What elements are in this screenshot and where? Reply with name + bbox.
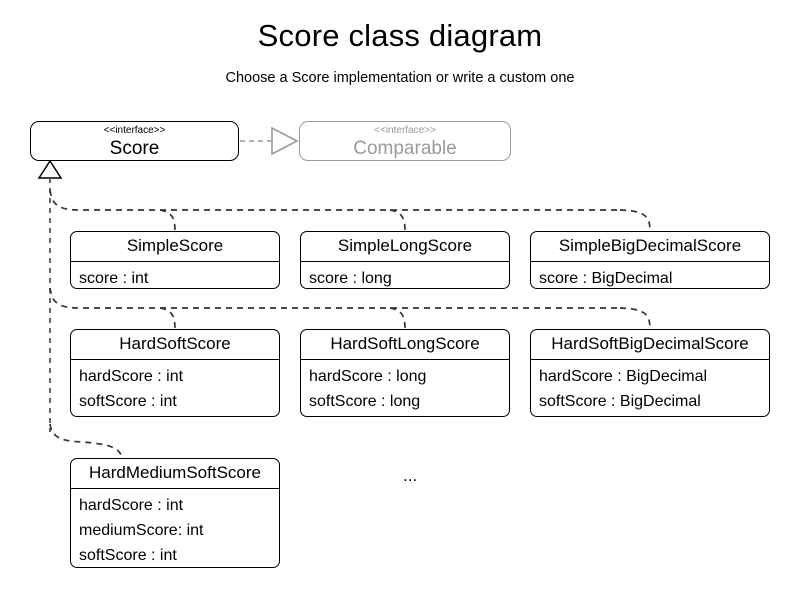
class-attribute: softScore : int xyxy=(79,547,177,564)
class-name: SimpleBigDecimalScore xyxy=(531,232,769,262)
realization-score-to-comparable xyxy=(240,126,299,156)
generalization-branches-row-2 xyxy=(49,287,651,330)
class-name: SimpleScore xyxy=(71,232,279,262)
class-attributes: score : long xyxy=(301,262,509,288)
generalization-branches-row-1 xyxy=(49,189,651,232)
class-attribute: hardScore : long xyxy=(309,368,427,385)
interface-name: Comparable xyxy=(353,138,457,159)
class-attribute: score : long xyxy=(309,270,392,287)
class-name: SimpleLongScore xyxy=(301,232,509,262)
class-attribute: softScore : long xyxy=(309,393,421,410)
class-name: HardMediumSoftScore xyxy=(71,459,279,489)
class-attribute: hardScore : int xyxy=(79,497,184,514)
class-attributes: hardScore : int mediumScore: int softScore… xyxy=(71,489,279,567)
class-attribute: hardScore : int xyxy=(79,368,184,385)
class-box-simple-long-score[interactable]: SimpleLongScore score : long xyxy=(300,231,510,289)
class-attributes: score : int xyxy=(71,262,279,288)
generalization-arrowhead xyxy=(37,159,63,179)
class-name: HardSoftBigDecimalScore xyxy=(531,330,769,360)
generalization-branch-hard-medium-soft xyxy=(49,423,123,459)
class-name: HardSoftScore xyxy=(71,330,279,360)
interface-stereotype: <<interface>> xyxy=(374,125,436,136)
more-scores-ellipsis: ... xyxy=(403,466,418,485)
class-attribute: score : BigDecimal xyxy=(539,270,673,287)
class-attribute: softScore : int xyxy=(79,393,177,410)
class-attribute: mediumScore: int xyxy=(79,522,204,539)
class-box-simple-big-decimal-score[interactable]: SimpleBigDecimalScore score : BigDecimal xyxy=(530,231,770,289)
interface-box-comparable[interactable]: <<interface>> Comparable xyxy=(299,121,511,161)
class-attribute: score : int xyxy=(79,270,149,287)
interface-box-score[interactable]: <<interface>> Score xyxy=(30,121,239,161)
interface-stereotype: <<interface>> xyxy=(103,125,166,136)
class-attributes: hardScore : int softScore : int xyxy=(71,360,279,416)
class-name: HardSoftLongScore xyxy=(301,330,509,360)
class-attributes: hardScore : long softScore : long xyxy=(301,360,509,416)
class-attribute: softScore : BigDecimal xyxy=(539,393,701,410)
class-attributes: score : BigDecimal xyxy=(531,262,769,288)
class-attribute: hardScore : BigDecimal xyxy=(539,368,708,385)
interface-name: Score xyxy=(109,138,160,159)
class-attributes: hardScore : BigDecimal softScore : BigDec… xyxy=(531,360,769,416)
class-box-hard-soft-long-score[interactable]: HardSoftLongScore hardScore : long softSco… xyxy=(300,329,510,417)
class-box-hard-medium-soft-score[interactable]: HardMediumSoftScore hardScore : int medium… xyxy=(70,458,280,568)
class-box-hard-soft-score[interactable]: HardSoftScore hardScore : int softScore : … xyxy=(70,329,280,417)
page-subtitle: Choose a Score implementation or write a… xyxy=(225,70,575,86)
page-title: Score class diagram xyxy=(257,18,543,53)
class-box-simple-score[interactable]: SimpleScore score : int xyxy=(70,231,280,289)
